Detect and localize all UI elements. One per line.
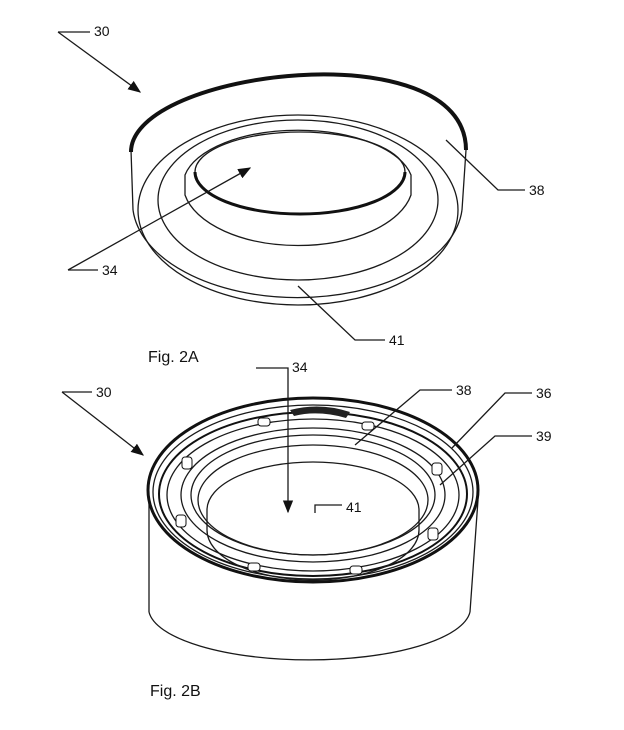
label-34-b: 34 [292,359,308,375]
label-38-b: 38 [456,382,472,398]
label-41-b: 41 [346,499,362,515]
label-38: 38 [529,182,545,198]
caption-fig-2a: Fig. 2A [148,349,199,366]
label-30-b: 30 [96,384,112,400]
inner-rim [157,119,439,281]
outer-top-rim [129,72,468,153]
outer-cylinder-side [130,149,467,211]
outer-ring-36 [146,396,480,584]
opening-41 [206,461,420,581]
inner-disk-edge [193,171,407,216]
caption-fig-2b: Fig. 2B [150,683,201,700]
notches-39 [175,417,443,575]
label-36: 36 [536,385,552,401]
inner-recess [184,129,412,247]
figure-2a: 30 34 38 41 Fig. 2A [57,23,545,366]
rim-41 [137,114,459,306]
figure-2b: 30 34 38 36 39 41 Fig. 2B [61,359,552,700]
label-41: 41 [389,332,405,348]
label-39: 39 [536,428,552,444]
label-30: 30 [94,23,110,39]
label-34: 34 [102,262,118,278]
